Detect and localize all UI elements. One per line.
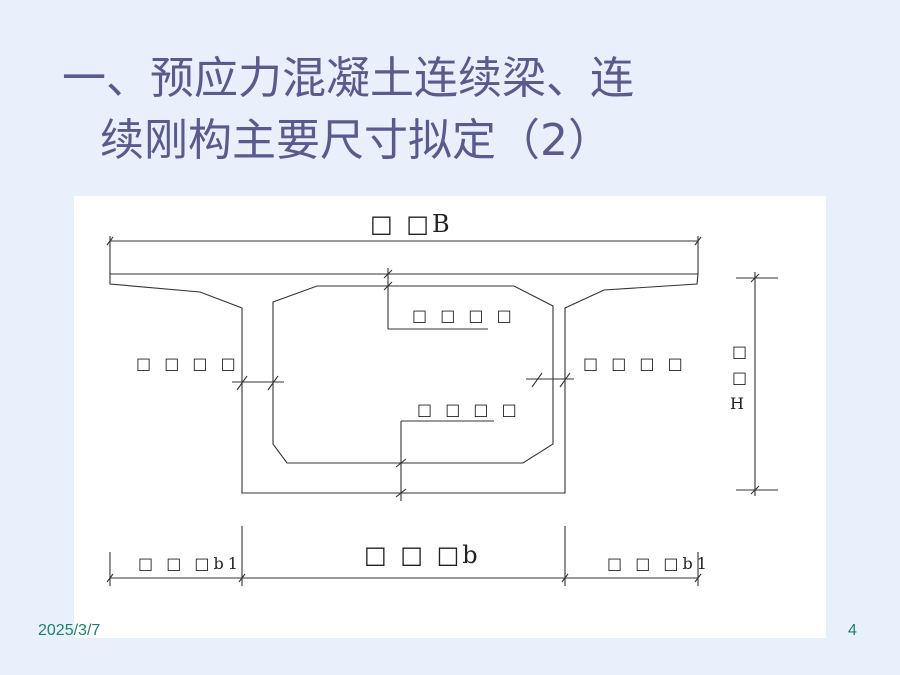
title-line-1: 一、预应力混凝土连续梁、连: [62, 53, 634, 104]
box-girder-diagram: □ □B □ □ □ □ □ □ □ □ □ □ □ □ □ □ □ □ □ □…: [74, 196, 826, 638]
section-inner-cell: [272, 285, 554, 464]
label-height-top: □: [732, 342, 752, 361]
title-line-2: 续刚构主要尺寸拟定（2）: [100, 115, 612, 166]
label-web-left: □ □ □ □: [136, 354, 240, 373]
section-outer-outline: [109, 273, 699, 494]
label-bottom-slab: □ □ □ □: [417, 400, 521, 419]
label-cantilever-left-b1: □ □ □b1: [138, 554, 242, 573]
label-web-right: □ □ □ □: [583, 354, 687, 373]
label-cantilever-right-b1: □ □ □b1: [607, 554, 711, 573]
label-height-mid: □: [732, 368, 752, 387]
footer-page-number: 4: [848, 622, 857, 639]
label-height-h: H: [730, 394, 748, 413]
label-top-slab: □ □ □ □: [412, 306, 516, 325]
label-top-width-b: □ □B: [370, 210, 453, 238]
box-girder-drawing: [106, 236, 778, 586]
footer-date: 2025/3/7: [38, 622, 101, 639]
slide-title: 一、预应力混凝土连续梁、连 续刚构主要尺寸拟定（2）: [62, 48, 842, 172]
label-box-width-b: □ □ □b: [364, 541, 481, 569]
